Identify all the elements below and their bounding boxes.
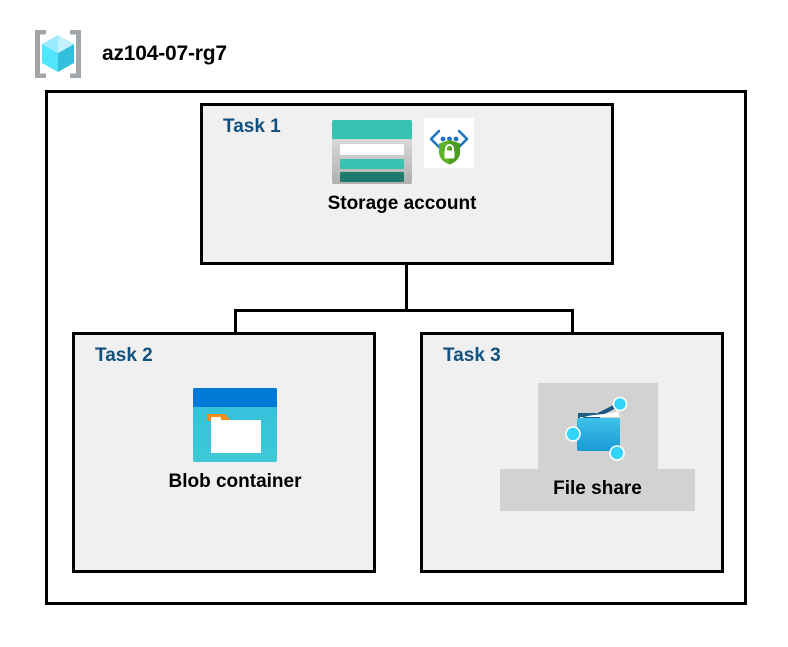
node-blob-container-icons <box>191 386 279 464</box>
resource-group-title: az104-07-rg7 <box>102 42 227 65</box>
resource-group-cube-icon <box>35 30 81 78</box>
connector-branch-bus <box>234 309 574 312</box>
blob-container-icon <box>193 388 277 462</box>
task-3-label: Task 3 <box>443 345 501 366</box>
node-file-share-icons <box>537 383 658 469</box>
task-1-label: Task 1 <box>223 116 281 137</box>
node-file-share[interactable]: File share <box>500 383 695 511</box>
node-blob-container[interactable]: Blob container <box>130 386 340 493</box>
node-storage-account-icons <box>330 118 474 186</box>
node-file-share-caption: File share <box>500 469 695 511</box>
secure-endpoint-shield-icon <box>424 118 474 168</box>
storage-account-icon <box>332 120 412 184</box>
file-share-icon <box>564 396 627 461</box>
node-storage-account-caption: Storage account <box>327 193 477 214</box>
node-blob-container-caption: Blob container <box>168 471 302 492</box>
resource-group-header: az104-07-rg7 <box>30 26 450 82</box>
task-2-label: Task 2 <box>95 345 153 366</box>
node-storage-account[interactable]: Storage account <box>287 118 517 215</box>
connector-storage-to-bus <box>405 264 408 312</box>
